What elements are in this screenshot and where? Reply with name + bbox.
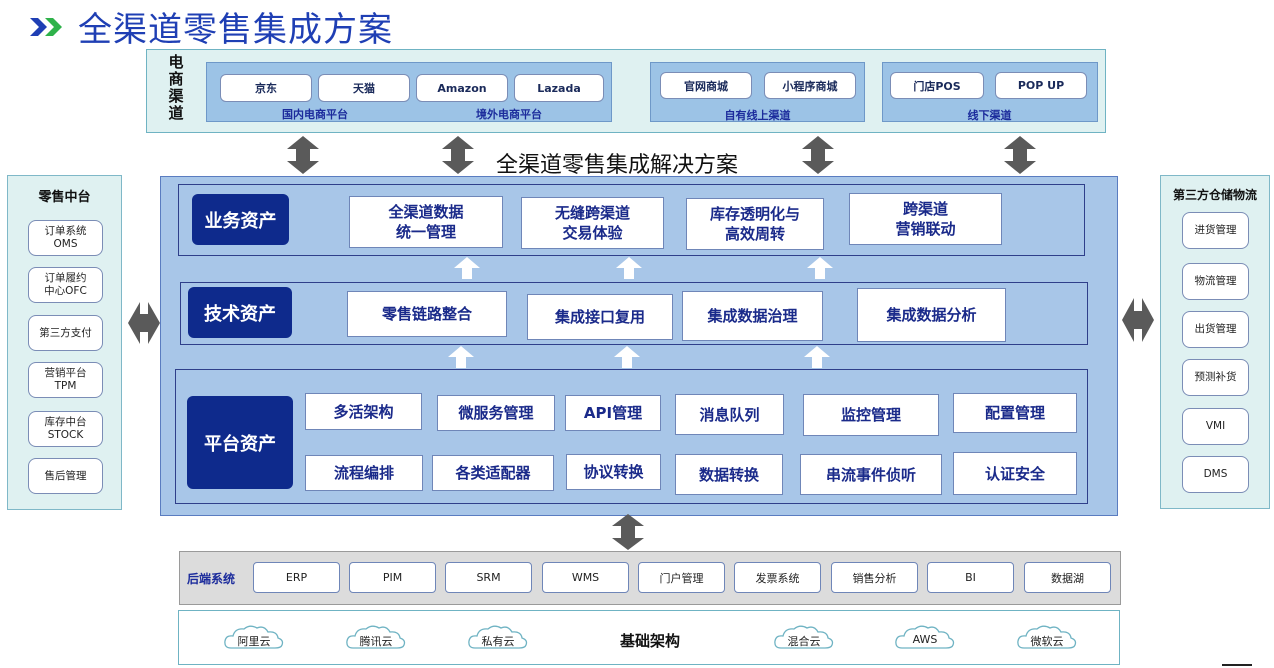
left-panel-item[interactable]: 库存中台 STOCK	[28, 411, 103, 447]
backend-system-button[interactable]: SRM	[445, 562, 532, 593]
offline-label: 线下渠道	[967, 109, 1012, 122]
cloud-name: 腾讯云	[359, 635, 393, 648]
channel-store-pos[interactable]: 门店POS	[890, 72, 984, 99]
business-item[interactable]: 无缝跨渠道 交易体验	[521, 197, 664, 249]
platform-item[interactable]: API管理	[565, 395, 661, 431]
left-panel-item[interactable]: 营销平台 TPM	[28, 362, 103, 398]
backend-system-button[interactable]: WMS	[542, 562, 629, 593]
right-panel-item[interactable]: 预测补货	[1182, 359, 1249, 396]
left-panel-item[interactable]: 订单履约 中心OFC	[28, 267, 103, 303]
channel-mini-program[interactable]: 小程序商城	[764, 72, 856, 99]
cloud-name: 私有云	[481, 635, 515, 648]
domestic-platform-label: 国内电商平台	[282, 108, 348, 121]
right-panel-item[interactable]: VMI	[1182, 408, 1249, 445]
business-item[interactable]: 库存透明化与 高效周转	[686, 198, 824, 250]
up-arrow-icon	[454, 257, 480, 279]
platform-item[interactable]: 串流事件侦听	[800, 454, 942, 495]
cloud-icon	[895, 625, 955, 649]
cloud-icon	[774, 625, 834, 649]
business-item[interactable]: 跨渠道 营销联动	[849, 193, 1002, 245]
backend-system-button[interactable]: ERP	[253, 562, 340, 593]
platform-item[interactable]: 多活架构	[305, 393, 422, 430]
overseas-platform-label: 境外电商平台	[476, 108, 542, 121]
cloud-provider: 阿里云	[223, 624, 285, 654]
left-panel-heading: 零售中台	[38, 190, 91, 205]
backend-system-button[interactable]: 门户管理	[638, 562, 725, 593]
up-arrow-icon	[807, 257, 833, 279]
double-arrow-icon	[612, 514, 644, 550]
right-panel-item[interactable]: DMS	[1182, 456, 1249, 493]
cloud-provider: AWS	[894, 624, 956, 654]
cloud-name: 微软云	[1030, 635, 1064, 648]
platform-item[interactable]: 数据转换	[675, 454, 783, 495]
channel-official-store[interactable]: 官网商城	[660, 72, 752, 99]
technical-item[interactable]: 集成数据分析	[857, 288, 1006, 342]
platform-item[interactable]: 各类适配器	[432, 455, 554, 491]
page-corner-line	[1222, 664, 1252, 666]
channel-amazon[interactable]: Amazon	[416, 74, 508, 102]
technical-item[interactable]: 集成接口复用	[527, 294, 673, 340]
horizontal-double-arrow-icon	[128, 302, 160, 344]
right-panel-item[interactable]: 出货管理	[1182, 311, 1249, 348]
platform-item[interactable]: 配置管理	[953, 393, 1077, 433]
cloud-icon	[224, 625, 284, 649]
left-panel-item[interactable]: 第三方支付	[28, 315, 103, 351]
backend-system-button[interactable]: PIM	[349, 562, 436, 593]
platform-item[interactable]: 消息队列	[675, 394, 784, 435]
cloud-provider: 微软云	[1016, 624, 1078, 654]
up-arrow-icon	[804, 346, 830, 368]
cloud-provider: 混合云	[773, 624, 835, 654]
cloud-provider: 腾讯云	[345, 624, 407, 654]
channel-lazada[interactable]: Lazada	[514, 74, 604, 102]
infra-label: 基础架构	[620, 632, 681, 650]
chevron-logo-icon	[30, 18, 62, 36]
channel-heading: 电商渠道	[168, 53, 184, 122]
cloud-name: 混合云	[787, 635, 821, 648]
up-arrow-icon	[448, 346, 474, 368]
backend-system-button[interactable]: 数据湖	[1024, 562, 1111, 593]
up-arrow-icon	[614, 346, 640, 368]
double-arrow-icon	[802, 136, 834, 174]
cloud-icon	[468, 625, 528, 649]
right-panel-item[interactable]: 物流管理	[1182, 263, 1249, 300]
solution-title: 全渠道零售集成解决方案	[496, 153, 739, 178]
cloud-name: AWS	[912, 633, 938, 646]
backend-system-button[interactable]: 发票系统	[734, 562, 821, 593]
right-panel-item[interactable]: 进货管理	[1182, 212, 1249, 249]
platform-item[interactable]: 监控管理	[803, 394, 939, 436]
channel-tmall[interactable]: 天猫	[318, 74, 410, 102]
double-arrow-icon	[442, 136, 474, 174]
right-panel-heading: 第三方仓储物流	[1172, 188, 1257, 202]
platform-item[interactable]: 微服务管理	[437, 395, 555, 431]
backend-label: 后端系统	[187, 572, 236, 586]
left-panel-item[interactable]: 订单系统 OMS	[28, 220, 103, 256]
technical-assets-label: 技术资产	[188, 287, 292, 338]
double-arrow-icon	[1004, 136, 1036, 174]
page-title: 全渠道零售集成方案	[78, 10, 393, 50]
platform-item[interactable]: 认证安全	[953, 452, 1077, 495]
infrastructure-bar	[178, 610, 1120, 665]
technical-item[interactable]: 零售链路整合	[347, 291, 507, 337]
horizontal-double-arrow-icon	[1122, 298, 1154, 342]
left-panel-item[interactable]: 售后管理	[28, 458, 103, 494]
channel-jd[interactable]: 京东	[220, 74, 312, 102]
double-arrow-icon	[287, 136, 319, 174]
backend-system-button[interactable]: 销售分析	[831, 562, 918, 593]
up-arrow-icon	[616, 257, 642, 279]
platform-assets-label: 平台资产	[187, 396, 293, 489]
cloud-icon	[1017, 625, 1077, 649]
cloud-icon	[346, 625, 406, 649]
business-assets-label: 业务资产	[192, 194, 289, 245]
technical-item[interactable]: 集成数据治理	[682, 291, 823, 341]
platform-item[interactable]: 协议转换	[566, 454, 661, 490]
cloud-provider: 私有云	[467, 624, 529, 654]
channel-pop-up[interactable]: POP UP	[995, 72, 1087, 99]
cloud-name: 阿里云	[237, 635, 271, 648]
business-item[interactable]: 全渠道数据 统一管理	[349, 196, 503, 248]
backend-system-button[interactable]: BI	[927, 562, 1014, 593]
own-online-label: 自有线上渠道	[724, 109, 791, 122]
platform-item[interactable]: 流程编排	[305, 455, 423, 491]
